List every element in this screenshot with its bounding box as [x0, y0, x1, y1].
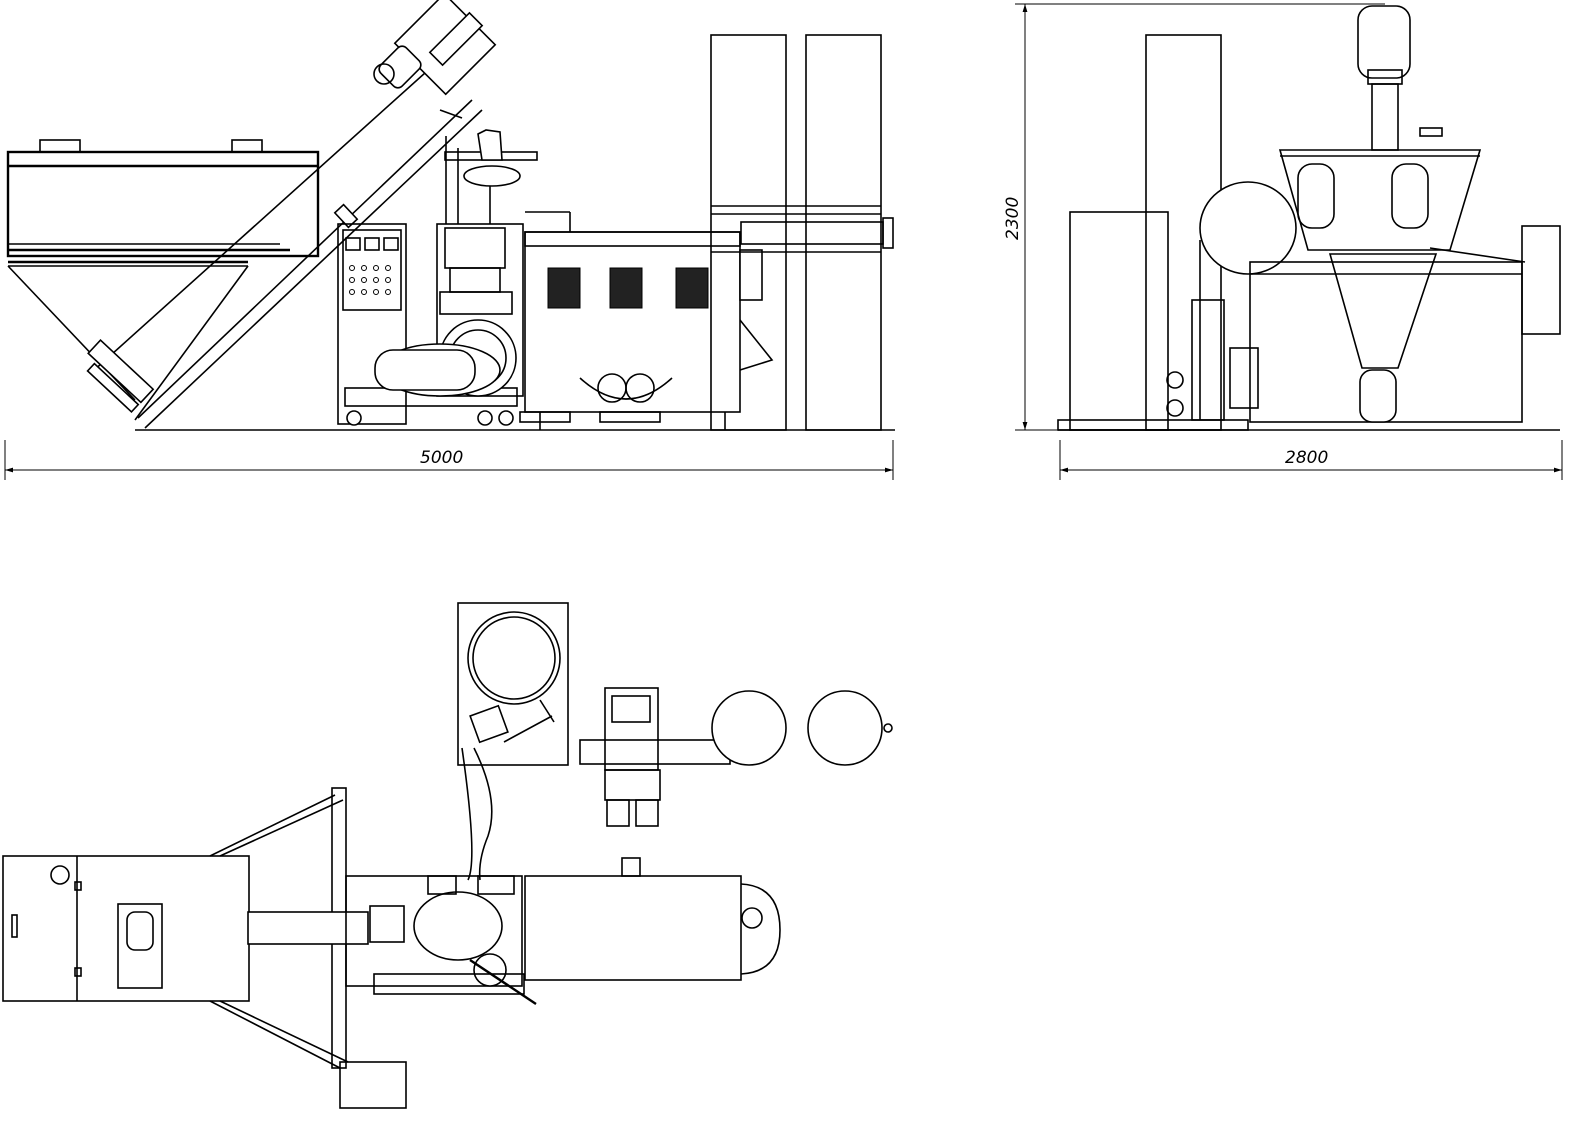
silos — [710, 34, 894, 431]
side-width-label: 2800 — [1285, 448, 1328, 468]
side-height-label: 2300 — [1003, 197, 1023, 240]
extruder-unit — [344, 129, 538, 426]
side-width-dimension: 2800 — [1059, 440, 1563, 480]
side-view: 2300 — [1003, 3, 1563, 480]
inclined-conveyor — [86, 0, 497, 429]
hopper — [6, 139, 320, 421]
panel-buttons — [349, 265, 391, 295]
top-view — [2, 602, 893, 1109]
front-view: 5000 — [4, 0, 895, 480]
control-panel — [337, 223, 407, 425]
front-width-dimension: 5000 — [4, 440, 894, 480]
side-top-motor — [1357, 5, 1443, 151]
mixing-tank — [519, 211, 774, 430]
front-width-label: 5000 — [420, 448, 463, 468]
side-hopper — [1249, 149, 1561, 423]
side-height-dimension: 2300 — [1003, 3, 1385, 431]
